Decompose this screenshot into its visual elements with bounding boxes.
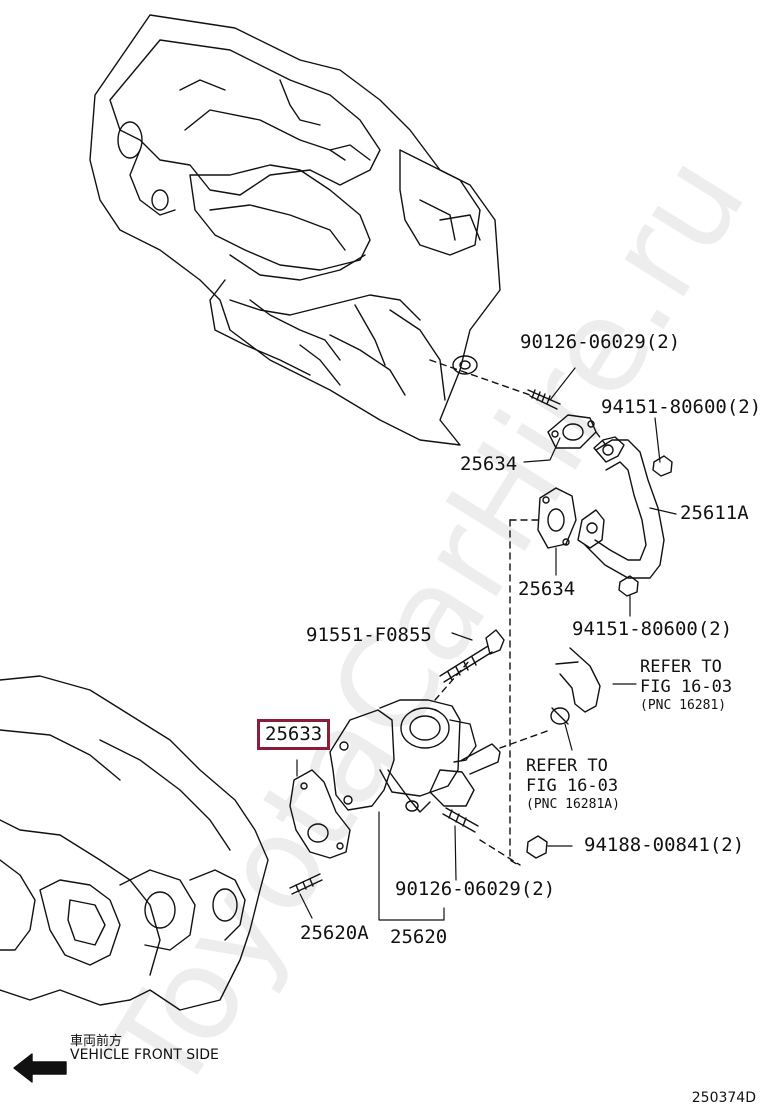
- part-label-25611A: 25611A: [680, 502, 749, 524]
- gasket-25634-lower: [537, 487, 577, 549]
- part-label-90126-upper: 90126-06029(2): [520, 331, 681, 353]
- part-label-25620: 25620: [390, 926, 448, 948]
- refer-fig-16281-line1: REFER TO: [640, 657, 722, 677]
- cylinder-head-top: [89, 14, 501, 446]
- part-label-94151-lower: 94151-80600(2): [572, 618, 733, 640]
- refer-fig-16281A-pnc: (PNC 16281A): [526, 797, 620, 812]
- nut-94188: [526, 835, 548, 859]
- figure-code: 250374D: [691, 1090, 756, 1106]
- stud-25620A: [289, 873, 323, 895]
- vehicle-front-label-jp: 車両前方: [70, 1034, 123, 1049]
- part-label-94188: 94188-00841(2): [584, 834, 745, 856]
- vehicle-front-label-en: VEHICLE FRONT SIDE: [70, 1047, 219, 1063]
- egr-pipe-25611A: [577, 436, 665, 579]
- gasket-25633: [289, 769, 351, 859]
- clamp-refer-16281A: [550, 707, 570, 725]
- part-label-25633-highlighted[interactable]: 25633: [257, 719, 331, 750]
- part-label-25620A: 25620A: [300, 922, 369, 944]
- refer-fig-16281A-line2: FIG 16-03: [526, 776, 619, 796]
- leader-lines: [296, 367, 677, 921]
- nut-middle: [618, 575, 639, 597]
- part-label-91551: 91551-F0855: [306, 624, 432, 646]
- front-arrow: [13, 1053, 67, 1083]
- stud-upper: [527, 389, 561, 410]
- part-label-94151-upper: 94151-80600(2): [601, 396, 760, 418]
- cylinder-block-lower: [0, 675, 269, 1011]
- bolt-91551: [439, 629, 505, 683]
- hose-refer-16281: [555, 647, 601, 713]
- nut-upper: [652, 455, 673, 477]
- refer-fig-16281-pnc: (PNC 16281): [640, 698, 727, 713]
- gasket-25634-upper: [547, 414, 597, 449]
- stud-lower: [442, 807, 479, 833]
- egr-valve-25620: [329, 699, 501, 813]
- refer-fig-16281-line2: FIG 16-03: [640, 677, 733, 697]
- refer-fig-16281A-line1: REFER TO: [526, 756, 608, 776]
- part-label-25634-lower: 25634: [518, 578, 576, 600]
- part-label-25634-upper: 25634: [460, 453, 518, 475]
- part-label-90126-lower: 90126-06029(2): [395, 878, 556, 900]
